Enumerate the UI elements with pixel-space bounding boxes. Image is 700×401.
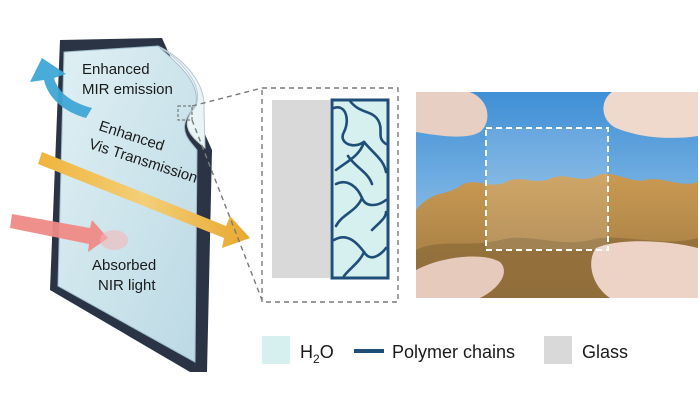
nir-absorbed-arrow [10,214,108,252]
polymer-chain-network [332,99,388,278]
glass-layer [272,100,330,278]
finger-top-right [603,92,698,138]
finger-top-left [416,92,488,137]
vis-transmission-arrow [38,152,250,248]
film-outline [485,127,609,251]
zoom-connector-lines [191,87,263,301]
nir-absorption-glow [100,230,128,250]
legend-h2o-main: H [300,342,313,362]
legend-h2o-tail: O [320,342,334,362]
mir-label-line1: Enhanced [82,61,150,78]
cross-section-inset [261,87,399,303]
legend-polymer-label: Polymer chains [392,342,515,362]
legend-glass-label: Glass [582,342,628,362]
zoom-source-marker [177,105,193,121]
finger-bottom-right [591,241,698,298]
finger-bottom-left [416,256,504,298]
nir-label-line2: NIR light [98,277,156,294]
window-pane [57,45,198,363]
legend-glass-swatch [544,336,572,364]
legend-h2o-subscript: 2 [313,352,320,366]
legend-h2o-swatch [262,336,290,364]
legend: H2O Polymer chains Glass [262,336,628,366]
window-illustration: Enhanced MIR emission Enhanced Vis Trans… [10,38,250,372]
nir-label-line1: Absorbed [92,257,156,274]
legend-h2o-label: H2O [300,342,334,366]
mir-label-line2: MIR emission [82,81,173,98]
sample-photo [416,92,698,298]
mir-emission-arrow [30,58,92,118]
